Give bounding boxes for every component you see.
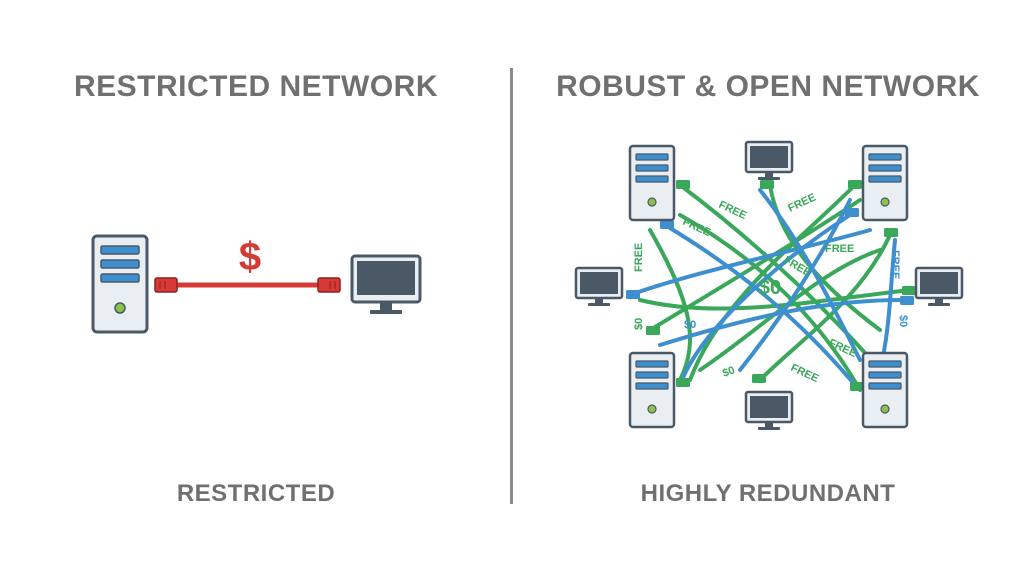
- restricted-server-icon: [91, 234, 149, 334]
- free-label: FREE: [789, 362, 821, 385]
- free-label: FREE: [786, 191, 818, 214]
- monitor-icon: [914, 266, 964, 308]
- restricted-monitor-icon: [350, 254, 422, 316]
- zero-cost-label: $0: [721, 364, 737, 379]
- zero-cost-label: $0: [684, 319, 696, 331]
- free-label: FREE: [825, 243, 854, 255]
- ethernet-connector-icon: [154, 277, 178, 293]
- cost-label: $: [239, 235, 261, 279]
- server-icon: [628, 351, 676, 429]
- monitor-icon: [744, 390, 794, 432]
- open-network-title: ROBUST & OPEN NETWORK: [556, 70, 980, 103]
- redundant-caption: HIGHLY REDUNDANT: [640, 480, 896, 507]
- center-cost-label: $0: [759, 277, 781, 299]
- zero-cost-label: $0: [897, 315, 909, 327]
- monitor-icon: [574, 266, 624, 308]
- restricted-network-title: RESTRICTED NETWORK: [74, 70, 438, 103]
- panel-divider: [510, 68, 513, 504]
- zero-cost-label: $0: [633, 318, 645, 330]
- monitor-icon: [744, 140, 794, 182]
- server-icon: [861, 351, 909, 429]
- restricted-caption: RESTRICTED: [176, 480, 336, 507]
- free-label: FREE: [889, 250, 901, 279]
- restricted-cable: [154, 277, 341, 293]
- free-label: FREE: [633, 243, 645, 272]
- server-icon: [628, 144, 676, 222]
- server-icon: [861, 144, 909, 222]
- ethernet-connector-icon: [317, 277, 341, 293]
